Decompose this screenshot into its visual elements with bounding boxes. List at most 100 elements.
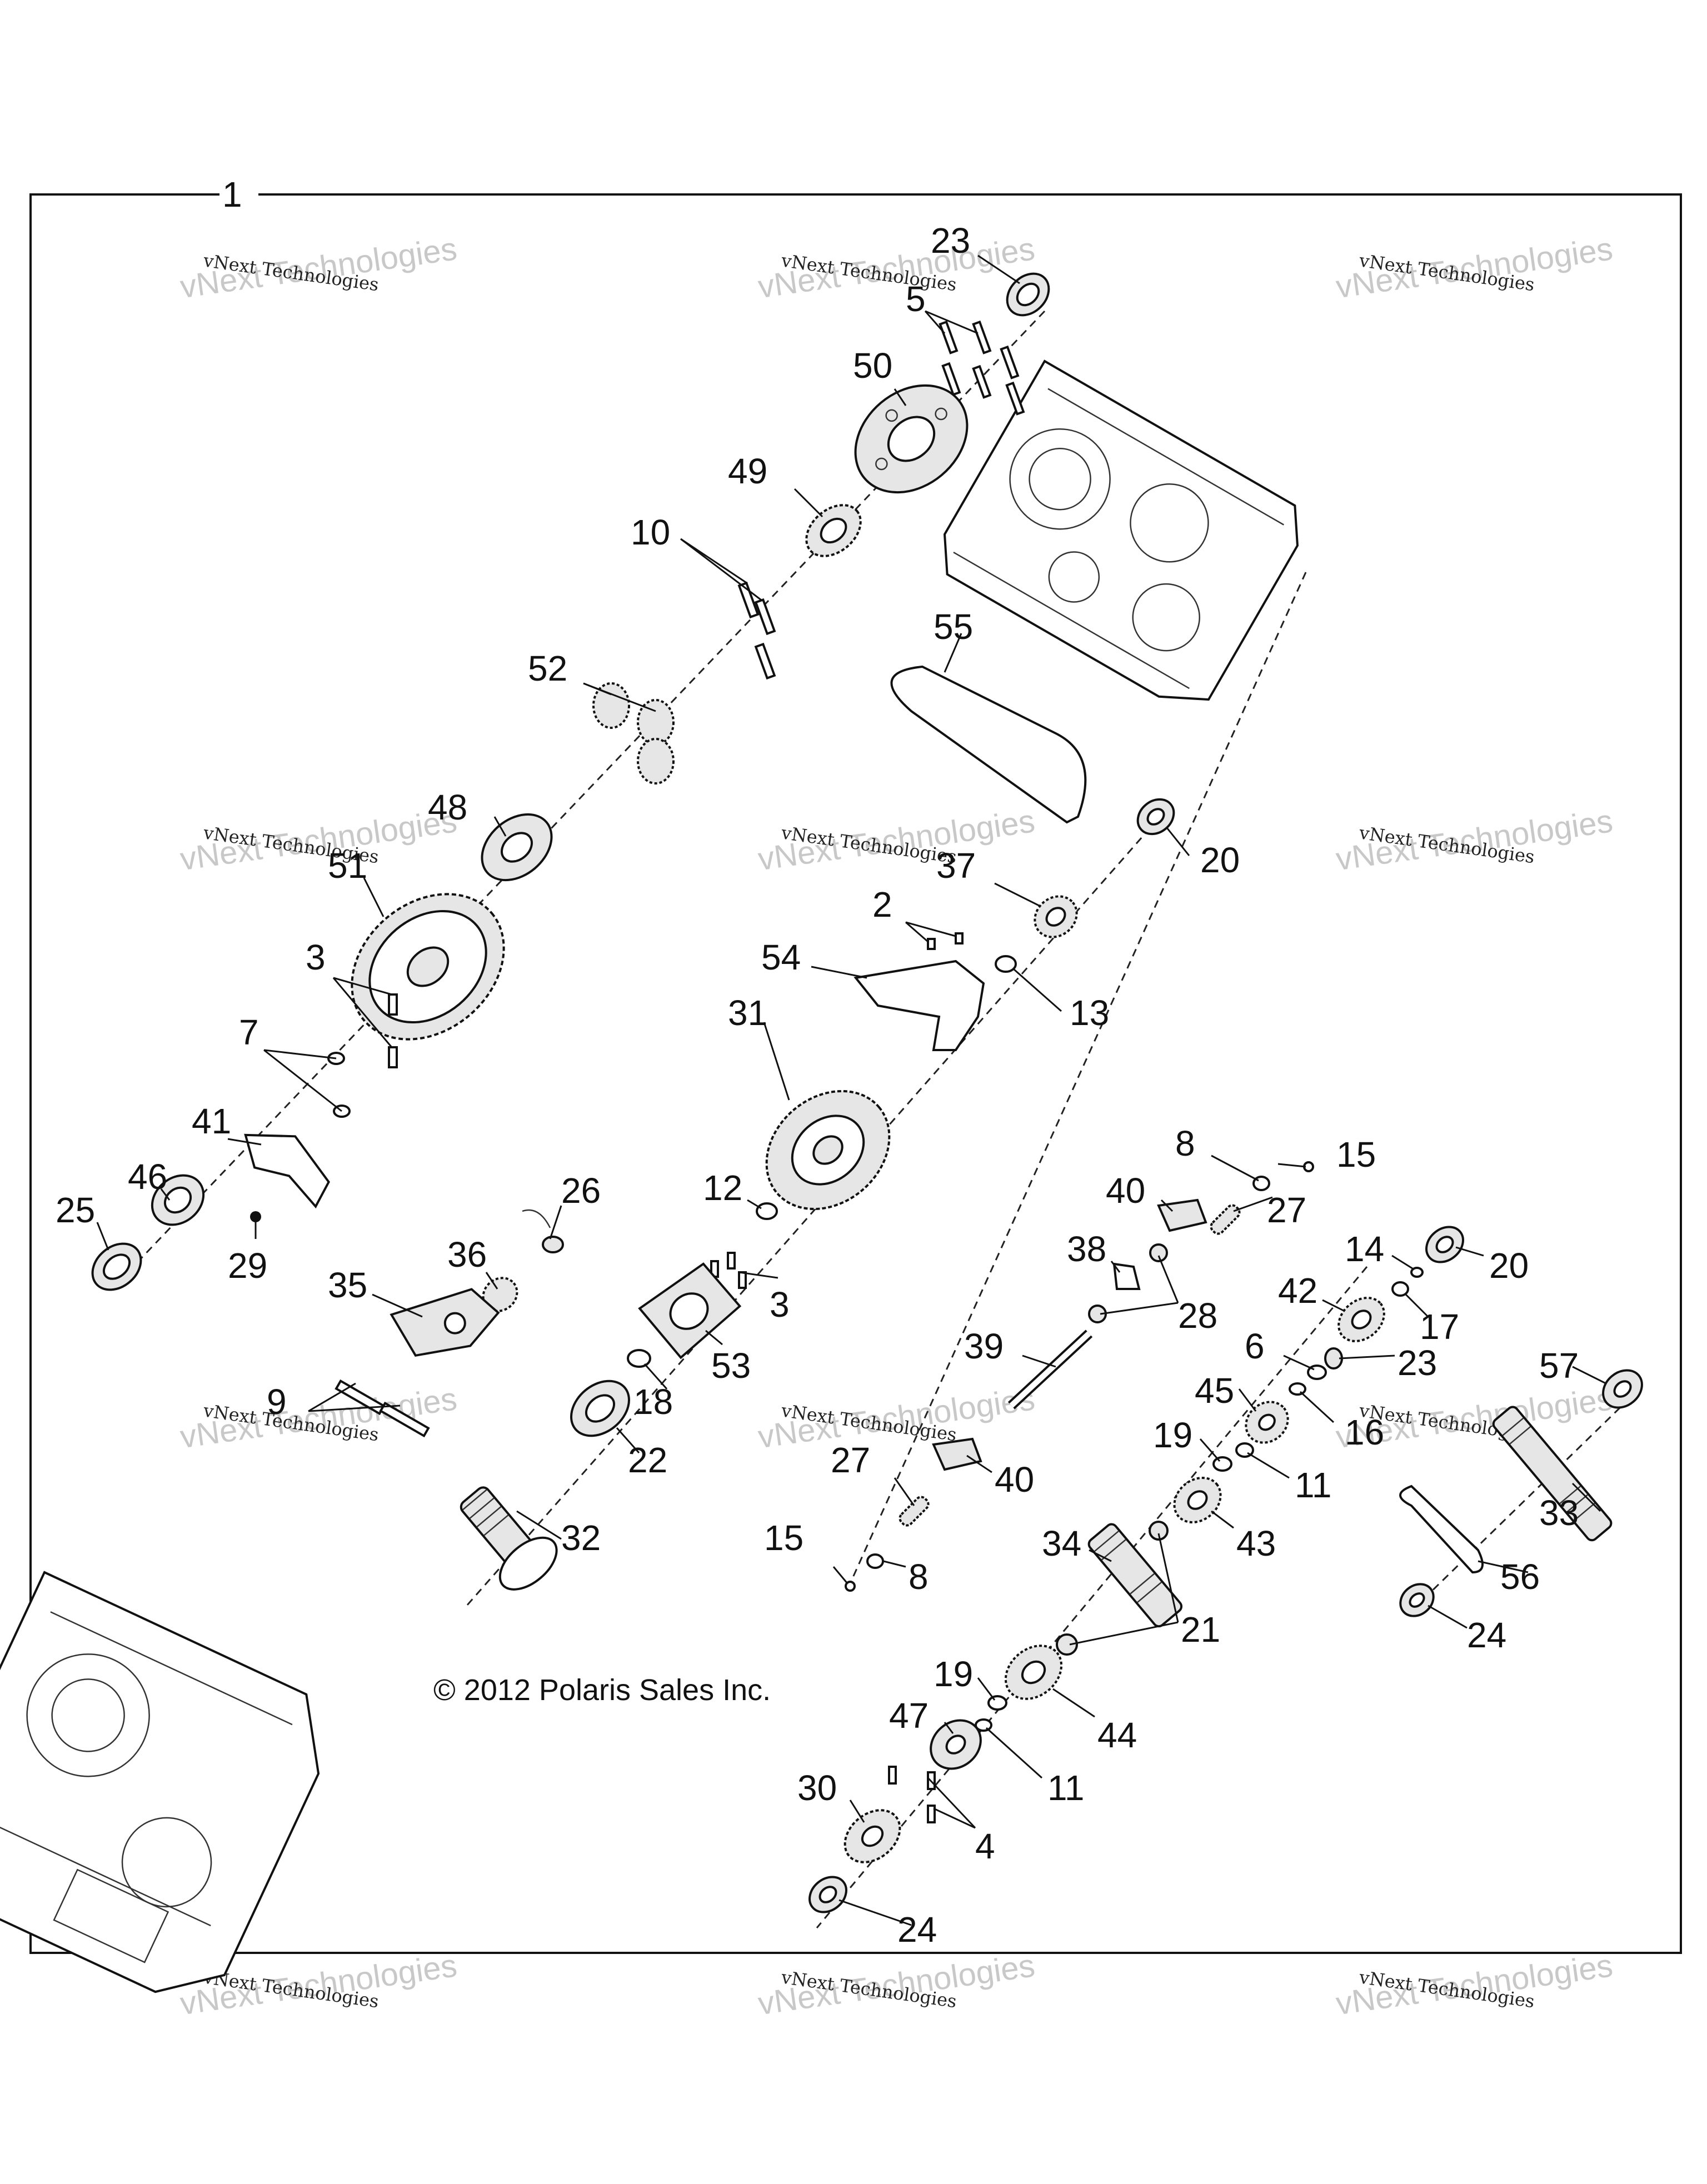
callout-15: 15 [1336, 1135, 1376, 1175]
sun-gear-49 [805, 504, 862, 557]
callout-47: 47 [889, 1696, 929, 1736]
callout-40-lower: 40 [995, 1460, 1034, 1500]
chain-56 [1399, 1485, 1484, 1574]
o-ring-18 [627, 1349, 651, 1368]
input-shaft-32 [460, 1486, 558, 1591]
o-ring-13 [995, 955, 1017, 973]
gear-42 [1337, 1297, 1385, 1342]
callout-14: 14 [1345, 1229, 1384, 1269]
output-axis [816, 1266, 1368, 1928]
callout-34: 34 [1042, 1523, 1081, 1563]
pin-15-lower [845, 1581, 856, 1592]
carrier-plate-50 [854, 384, 969, 494]
callout-13: 13 [1070, 993, 1109, 1033]
bearing-24-lower [808, 1876, 847, 1913]
callout-15-lower: 15 [764, 1518, 803, 1558]
roller-21-b [1056, 1633, 1078, 1656]
callout-2: 2 [872, 884, 892, 924]
callout-10: 10 [631, 512, 670, 552]
shaft-33 [1492, 1406, 1613, 1542]
callout-40: 40 [1106, 1171, 1145, 1211]
callout-24-right: 24 [1467, 1615, 1506, 1655]
callout-27: 27 [1267, 1190, 1306, 1230]
washer-16 [1289, 1382, 1306, 1396]
gear-44 [1004, 1645, 1063, 1700]
callout-5: 5 [906, 279, 926, 319]
callout-46: 46 [128, 1157, 167, 1197]
carrier-48 [481, 813, 553, 882]
callout-30: 30 [797, 1768, 837, 1808]
main-axis-center [466, 827, 1151, 1606]
roller-28-a [1149, 1243, 1168, 1262]
o-ring-12 [756, 1202, 778, 1220]
tertiary-axis [1421, 1388, 1640, 1601]
selector-arm-35 [390, 1288, 500, 1357]
roller-21-a [1149, 1521, 1169, 1541]
callout-51: 51 [328, 846, 367, 886]
callout-23-small: 23 [1397, 1343, 1437, 1383]
hub-47 [930, 1719, 982, 1770]
washers-7 [327, 1052, 351, 1118]
callout-54: 54 [761, 937, 801, 977]
callout-16: 16 [1345, 1412, 1384, 1452]
callout-9: 9 [267, 1382, 287, 1422]
washer-19-upper [1212, 1456, 1232, 1472]
callout-26: 26 [561, 1171, 601, 1211]
ball-29 [250, 1211, 261, 1222]
callout-35: 35 [328, 1265, 367, 1305]
callout-33: 33 [1539, 1493, 1579, 1533]
callout-17: 17 [1420, 1307, 1459, 1347]
driven-gear-31 [765, 1089, 891, 1211]
callout-28: 28 [1178, 1296, 1217, 1336]
callout-37: 37 [936, 846, 976, 886]
callout-25: 25 [56, 1190, 95, 1230]
callout-labels: 23 5 50 49 10 52 55 48 20 51 37 2 3 54 1… [56, 221, 1579, 1950]
callout-56: 56 [1500, 1557, 1540, 1597]
callout-55: 55 [934, 607, 973, 647]
callout-42: 42 [1278, 1271, 1317, 1311]
callout-8-lower: 8 [909, 1557, 929, 1597]
callout-49: 49 [728, 451, 767, 491]
callout-3: 3 [306, 937, 326, 977]
seal-57 [1602, 1369, 1643, 1409]
callout-7: 7 [239, 1012, 259, 1052]
leader-lines [96, 254, 1606, 1926]
callout-3-center: 3 [770, 1285, 790, 1325]
gear-37 [1034, 895, 1078, 938]
callout-8: 8 [1175, 1123, 1195, 1163]
callout-11-lower: 11 [1047, 1768, 1084, 1808]
shift-fork-41 [244, 1133, 330, 1209]
callout-4: 4 [975, 1826, 995, 1866]
copyright-text: © 2012 Polaris Sales Inc. [433, 1673, 771, 1707]
seal-25 [91, 1242, 142, 1291]
gearcase-left-half [0, 1571, 320, 1993]
pins-10 [737, 581, 776, 680]
bearing-24-right [1399, 1583, 1435, 1617]
callout-50: 50 [853, 346, 892, 386]
bearing-20-right [1425, 1226, 1464, 1263]
pins-2 [927, 932, 964, 950]
sprocket-30 [843, 1809, 901, 1863]
bearing-22 [570, 1380, 630, 1437]
callout-18: 18 [633, 1382, 673, 1422]
callout-19-upper: 19 [1153, 1415, 1192, 1455]
callout-44: 44 [1097, 1715, 1137, 1755]
callout-52: 52 [528, 648, 567, 688]
washer-8-lower [866, 1553, 884, 1569]
planet-gears-52 [592, 682, 675, 784]
pins-3-left [388, 993, 398, 1068]
bolts-5 [939, 320, 1025, 416]
callout-11-upper: 11 [1295, 1465, 1331, 1505]
assembly-frame [29, 193, 1682, 1954]
callout-57: 57 [1539, 1346, 1579, 1386]
gear-43 [1173, 1477, 1222, 1523]
washer-19-lower [987, 1695, 1007, 1711]
callout-20: 20 [1200, 840, 1240, 880]
cover-plate-53 [638, 1262, 742, 1360]
assembly-number: 1 [222, 174, 242, 214]
callout-32: 32 [561, 1518, 601, 1558]
spring-27-upper [1210, 1204, 1241, 1235]
callout-24-lower: 24 [897, 1910, 937, 1950]
